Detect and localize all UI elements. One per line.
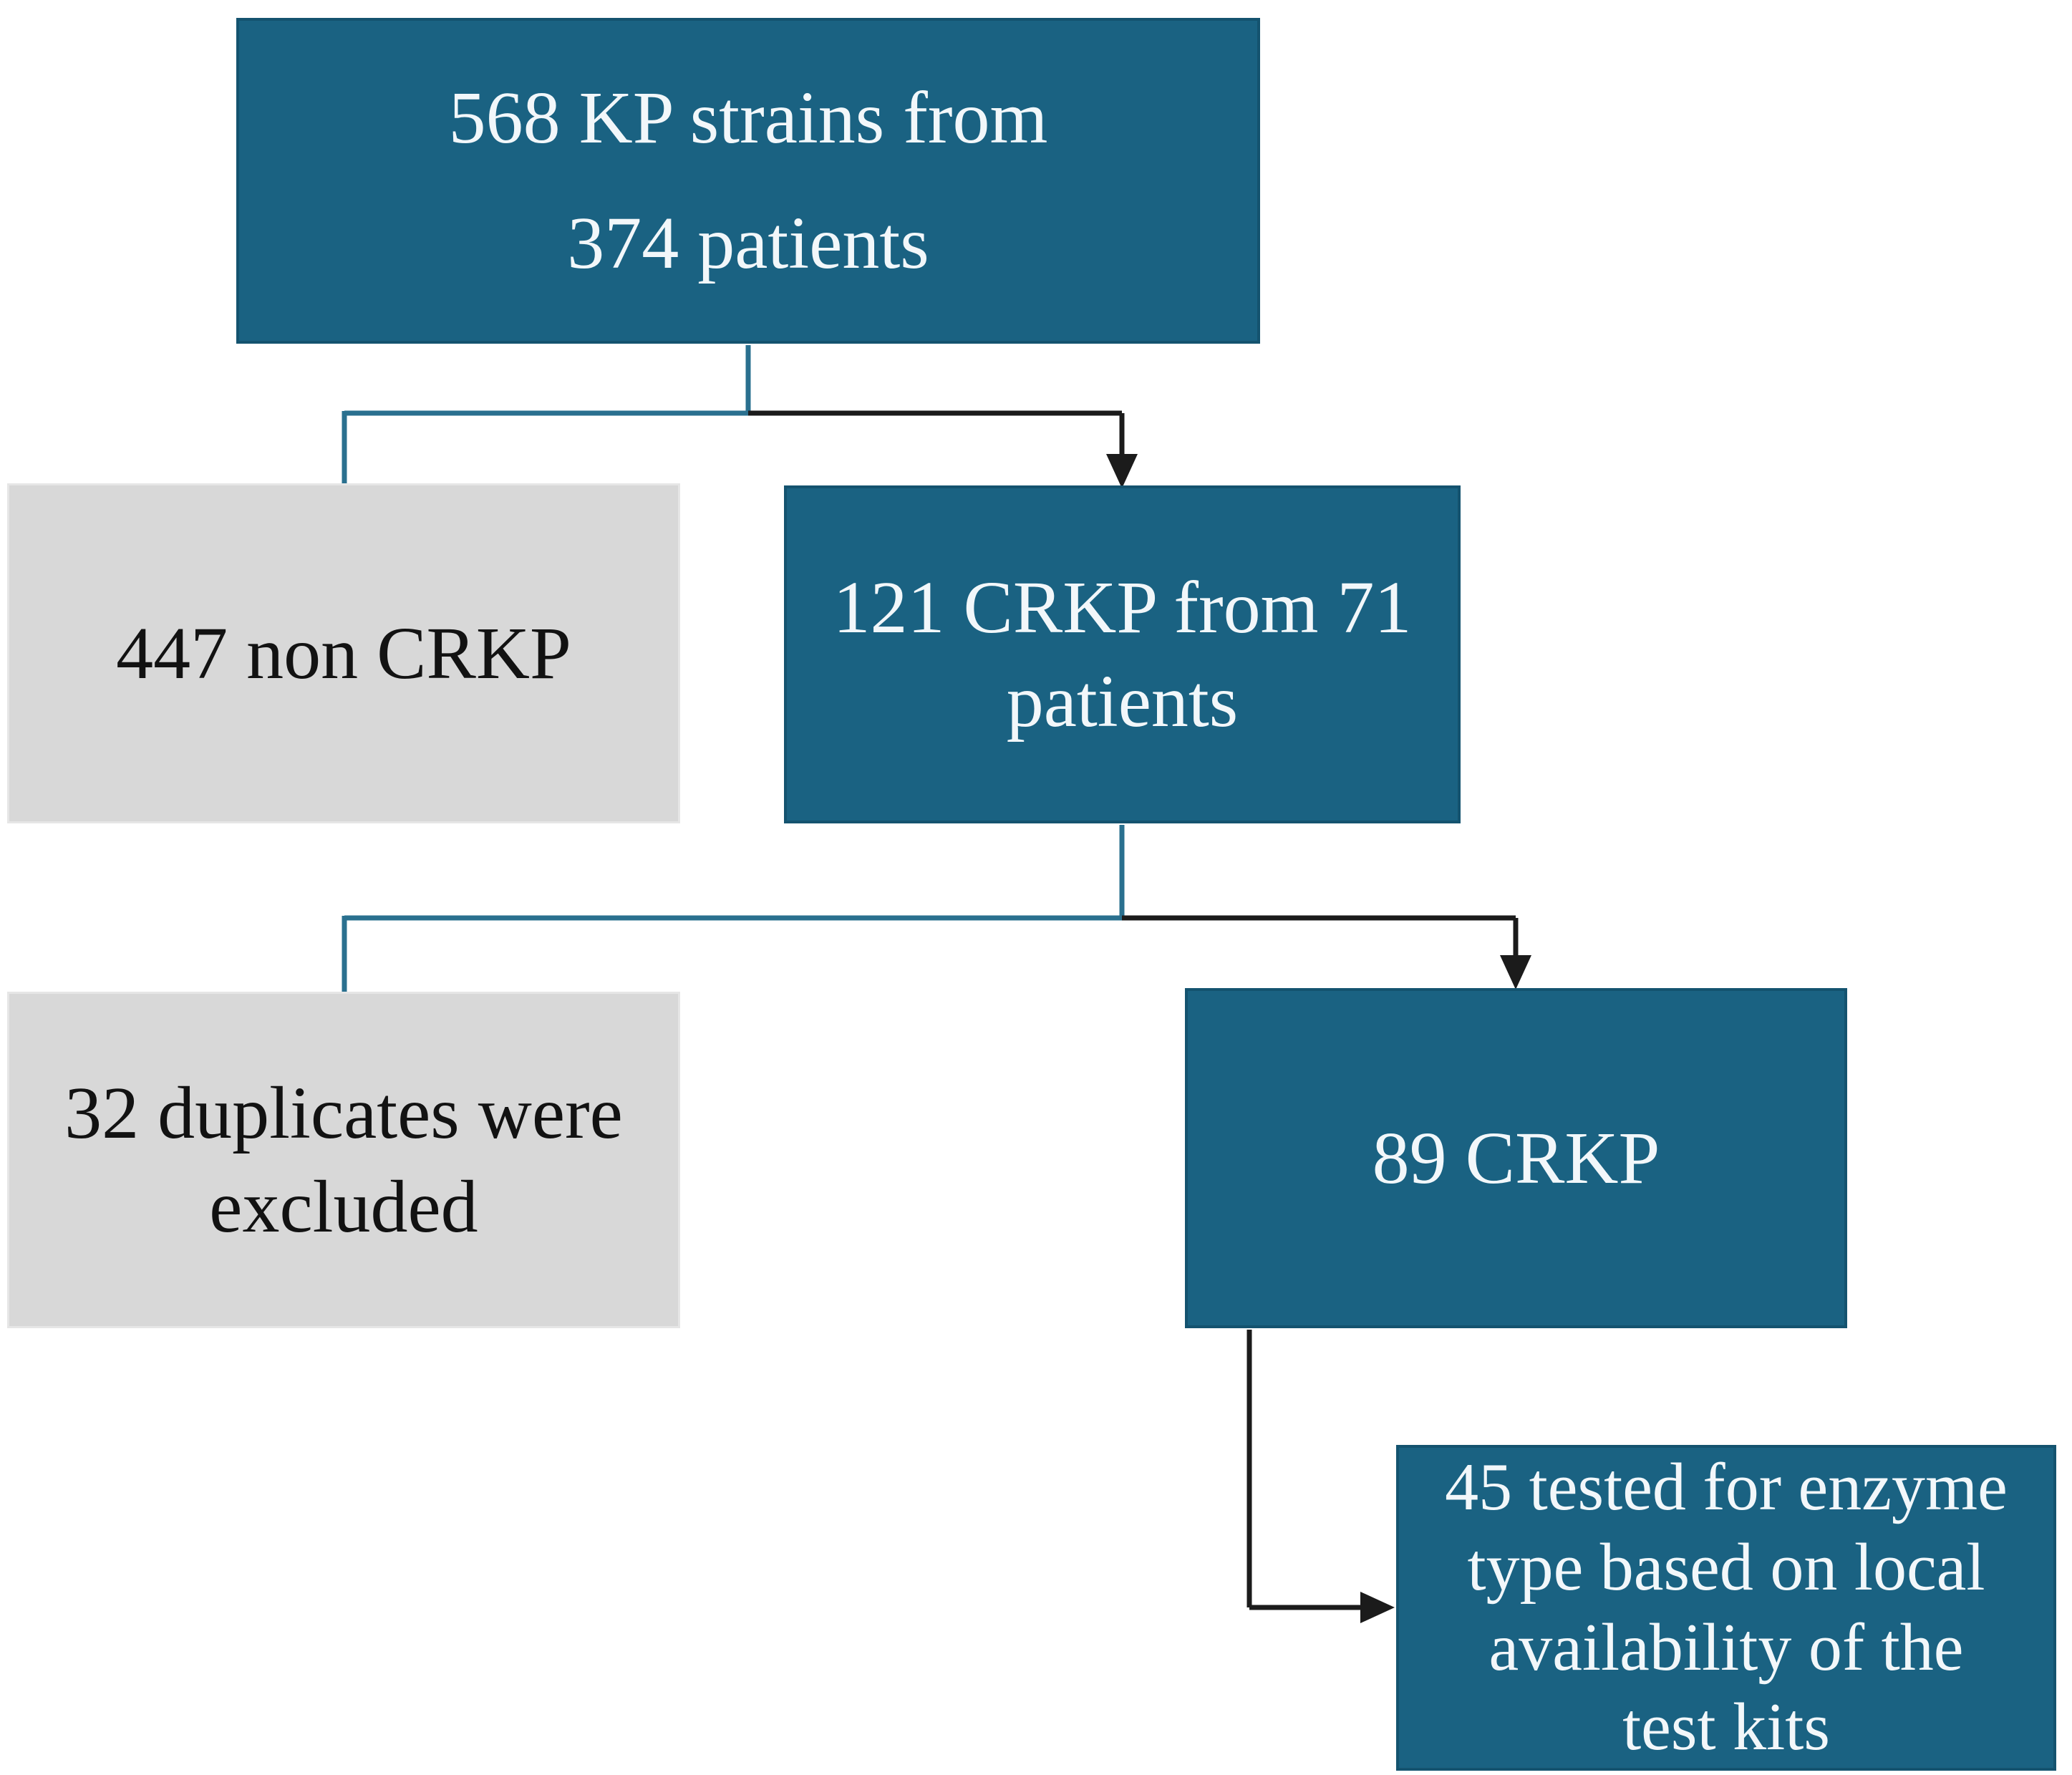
node-text-line: 45 tested for enzyme xyxy=(1445,1449,2008,1524)
node-non-crkp: 447 non CRKP xyxy=(7,483,680,823)
node-text-line: 374 patients xyxy=(567,201,929,284)
edge-crkp89-tested45 xyxy=(1246,1330,1395,1623)
node-text-line: availability of the xyxy=(1488,1610,1964,1685)
node-duplicates-excluded-text: 32 duplicates were excluded xyxy=(64,1066,623,1254)
node-crkp-89: 89 CRKP xyxy=(1185,988,1847,1328)
edge-kp568-split xyxy=(342,345,1138,488)
node-crkp-121: 121 CRKP from 71 patients xyxy=(784,485,1461,823)
node-text-line: 32 duplicates were xyxy=(64,1071,623,1154)
node-crkp-121-text: 121 CRKP from 71 patients xyxy=(833,561,1412,748)
node-kp-strains-text: 568 KP strains from 374 patients xyxy=(449,56,1048,306)
node-text-line: 89 CRKP xyxy=(1372,1116,1660,1199)
node-text-line: 447 non CRKP xyxy=(116,611,571,695)
node-non-crkp-text: 447 non CRKP xyxy=(116,606,571,700)
node-duplicates-excluded: 32 duplicates were excluded xyxy=(7,992,680,1328)
node-text-line: type based on local xyxy=(1467,1529,1985,1605)
node-text-line: 121 CRKP from 71 xyxy=(833,566,1412,649)
edge-crkp121-split xyxy=(342,825,1531,992)
node-text-line: test kits xyxy=(1622,1690,1830,1765)
node-text-line: 568 KP strains from xyxy=(448,76,1048,159)
node-tested-45: 45 tested for enzyme type based on local… xyxy=(1396,1445,2056,1771)
arrowhead-crkp121 xyxy=(1106,454,1138,488)
arrowhead-crkp89 xyxy=(1500,955,1531,990)
node-kp-strains: 568 KP strains from 374 patients xyxy=(236,18,1260,344)
node-tested-45-text: 45 tested for enzyme type based on local… xyxy=(1445,1448,2008,1768)
node-crkp-89-text: 89 CRKP xyxy=(1373,1111,1660,1205)
node-text-line: patients xyxy=(1006,660,1239,743)
arrowhead-tested45 xyxy=(1360,1592,1395,1623)
node-text-line: excluded xyxy=(209,1166,478,1248)
